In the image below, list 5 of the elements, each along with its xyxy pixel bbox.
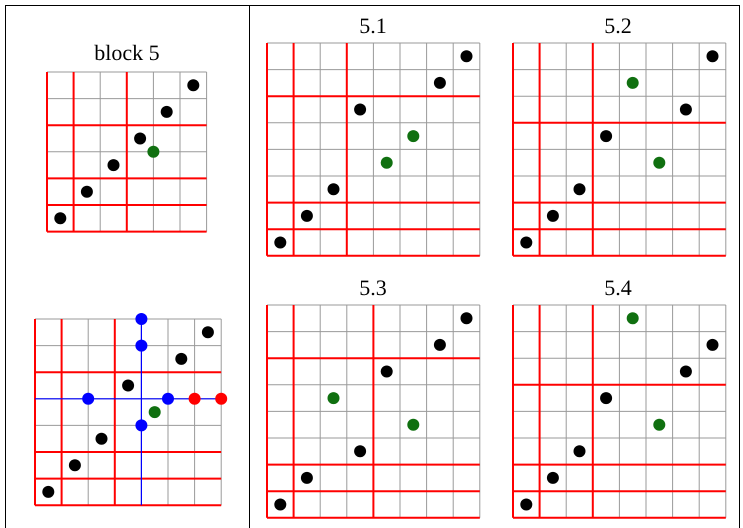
- panel-label: block 5: [94, 41, 160, 65]
- panel-label: 5.4: [604, 276, 632, 300]
- panel-label: 5.1: [359, 14, 387, 38]
- panel-label: 5.2: [604, 14, 632, 38]
- panel-label: 5.3: [359, 276, 387, 300]
